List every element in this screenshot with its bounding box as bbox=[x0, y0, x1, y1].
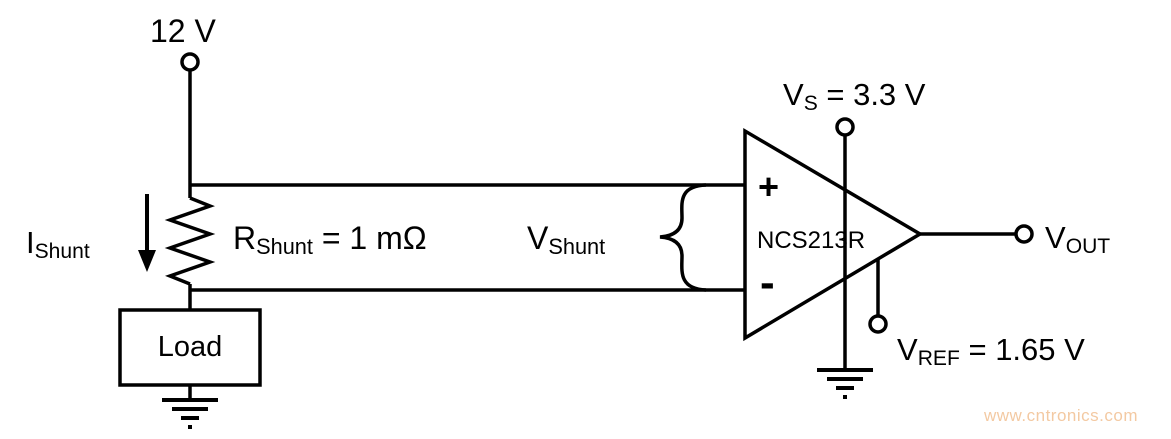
vref-symbol: V bbox=[897, 332, 918, 367]
rshunt-label: RShunt = 1 mΩ bbox=[233, 220, 427, 260]
opamp-inverting-input-label: - bbox=[760, 258, 775, 307]
ishunt-label: IShunt bbox=[26, 225, 90, 264]
ishunt-arrow-icon bbox=[138, 194, 156, 272]
opamp-noninverting-input-label: + bbox=[758, 166, 780, 207]
vout-symbol: V bbox=[1045, 220, 1066, 255]
vout-label: VOUT bbox=[1045, 220, 1110, 259]
opamp-part-number: NCS213R bbox=[757, 227, 866, 254]
terminal-vref bbox=[868, 314, 888, 334]
vref-subscript: REF bbox=[917, 347, 960, 371]
brace-vshunt bbox=[659, 183, 707, 292]
supply-voltage-text: 12 V bbox=[150, 13, 216, 49]
terminal-vout bbox=[1014, 224, 1034, 244]
vs-value: = 3.3 V bbox=[817, 77, 926, 112]
opamp-triangle bbox=[743, 127, 924, 342]
vshunt-label: VShunt bbox=[527, 220, 605, 260]
vs-label: VS = 3.3 V bbox=[783, 77, 925, 116]
vout-subscript: OUT bbox=[1065, 235, 1111, 259]
terminal-12v bbox=[180, 52, 200, 72]
resistor-shunt bbox=[164, 196, 216, 286]
ground-opamp bbox=[817, 368, 873, 399]
load-box bbox=[118, 308, 262, 387]
ishunt-subscript: Shunt bbox=[34, 240, 90, 264]
supply-voltage-label: 12 V bbox=[150, 13, 216, 50]
rshunt-value: = 1 mΩ bbox=[312, 220, 427, 256]
vshunt-symbol: V bbox=[527, 220, 549, 256]
load-label: Load bbox=[157, 331, 223, 363]
rshunt-symbol: R bbox=[233, 220, 257, 256]
watermark-text: www.cntronics.com bbox=[984, 406, 1138, 425]
vs-symbol: V bbox=[783, 77, 804, 112]
rshunt-subscript: Shunt bbox=[256, 234, 313, 260]
vs-subscript: S bbox=[803, 92, 818, 116]
terminal-vs bbox=[835, 117, 855, 137]
vshunt-subscript: Shunt bbox=[548, 234, 606, 260]
ishunt-symbol: I bbox=[26, 225, 35, 260]
vref-value: = 1.65 V bbox=[959, 332, 1085, 367]
ground-load bbox=[162, 398, 218, 429]
vref-label: VREF = 1.65 V bbox=[897, 332, 1085, 371]
